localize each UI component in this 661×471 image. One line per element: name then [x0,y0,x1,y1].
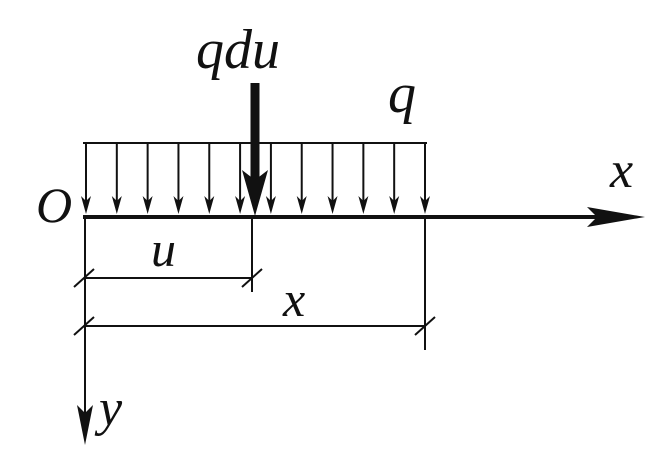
load-arrow [111,143,122,214]
load-arrow [81,143,91,214]
point-load-arrowhead [242,170,268,216]
load-arrow [173,143,184,214]
y-axis-arrowhead [77,405,93,445]
dimension-x-label: x [282,271,305,327]
distributed-load-label: q [388,63,416,125]
dimension-tick [73,268,95,288]
load-arrow [327,143,338,214]
load-arrow [235,143,246,214]
distributed-load-arrows [81,143,430,214]
dimension-tick [241,268,263,288]
load-arrow [389,143,400,214]
dimension-u-label: u [151,221,176,277]
load-arrow [358,143,369,214]
load-arrow [204,143,215,214]
load-arrow [142,143,153,214]
dimension-tick [73,316,95,336]
origin-label: O [36,177,72,233]
x-axis-arrowhead [587,207,645,227]
load-arrow [265,143,276,214]
x-axis-label: x [609,142,633,199]
load-arrow [420,143,430,214]
point-load-label: qdu [196,19,280,81]
dimension-tick [414,316,436,336]
y-axis-label: y [94,380,123,437]
load-arrow [296,143,307,214]
